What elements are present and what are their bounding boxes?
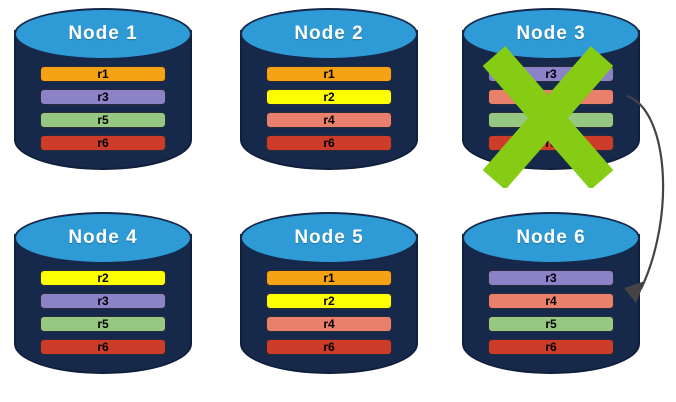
replica-list: r2 r3 r5 r6: [40, 270, 166, 355]
node-title: Node 2: [294, 23, 364, 44]
replica-bar-r6[interactable]: r6: [266, 339, 392, 355]
replica-bar-r4[interactable]: r4: [488, 89, 614, 105]
replica-bar-r3[interactable]: r3: [488, 270, 614, 286]
replica-list: r3 r4 r5 r6: [488, 270, 614, 355]
node-cylinder-3[interactable]: r3 r4 r5 r6 Node 3: [462, 8, 640, 188]
cylinder-top: Node 3: [462, 8, 640, 60]
node-title: Node 6: [516, 227, 586, 248]
replica-bar-r2[interactable]: r2: [266, 89, 392, 105]
cylinder-top: Node 2: [240, 8, 418, 60]
replica-bar-r2[interactable]: r2: [266, 293, 392, 309]
replica-bar-r2[interactable]: r2: [40, 270, 166, 286]
cylinder-top: Node 1: [14, 8, 192, 60]
cylinder-top: Node 4: [14, 212, 192, 264]
node-cylinder-5[interactable]: r1 r2 r4 r6 Node 5: [240, 212, 418, 392]
replica-bar-r3[interactable]: r3: [488, 66, 614, 82]
replica-bar-r4[interactable]: r4: [488, 293, 614, 309]
cylinder-top: Node 5: [240, 212, 418, 264]
replica-bar-r5[interactable]: r5: [488, 112, 614, 128]
replica-list: r1 r2 r4 r6: [266, 66, 392, 151]
replica-bar-r4[interactable]: r4: [266, 112, 392, 128]
replica-bar-r6[interactable]: r6: [266, 135, 392, 151]
replica-bar-r3[interactable]: r3: [40, 89, 166, 105]
node-cylinder-1[interactable]: r1 r3 r5 r6 Node 1: [14, 8, 192, 188]
replica-bar-r6[interactable]: r6: [488, 339, 614, 355]
cylinder-top: Node 6: [462, 212, 640, 264]
replica-bar-r6[interactable]: r6: [40, 135, 166, 151]
node-cylinder-6[interactable]: r3 r4 r5 r6 Node 6: [462, 212, 640, 392]
replica-bar-r1[interactable]: r1: [40, 66, 166, 82]
node-title: Node 3: [516, 23, 586, 44]
replica-bar-r1[interactable]: r1: [266, 66, 392, 82]
replica-bar-r5[interactable]: r5: [488, 316, 614, 332]
node-title: Node 1: [68, 23, 138, 44]
node-cylinder-2[interactable]: r1 r2 r4 r6 Node 2: [240, 8, 418, 188]
replica-list: r1 r3 r5 r6: [40, 66, 166, 151]
replica-bar-r5[interactable]: r5: [40, 112, 166, 128]
replica-bar-r4[interactable]: r4: [266, 316, 392, 332]
replica-bar-r1[interactable]: r1: [266, 270, 392, 286]
replica-bar-r5[interactable]: r5: [40, 316, 166, 332]
replica-list: r1 r2 r4 r6: [266, 270, 392, 355]
replica-list: r3 r4 r5 r6: [488, 66, 614, 151]
replica-bar-r6[interactable]: r6: [488, 135, 614, 151]
node-title: Node 5: [294, 227, 364, 248]
replica-bar-r6[interactable]: r6: [40, 339, 166, 355]
replica-bar-r3[interactable]: r3: [40, 293, 166, 309]
node-cylinder-4[interactable]: r2 r3 r5 r6 Node 4: [14, 212, 192, 392]
node-title: Node 4: [68, 227, 138, 248]
